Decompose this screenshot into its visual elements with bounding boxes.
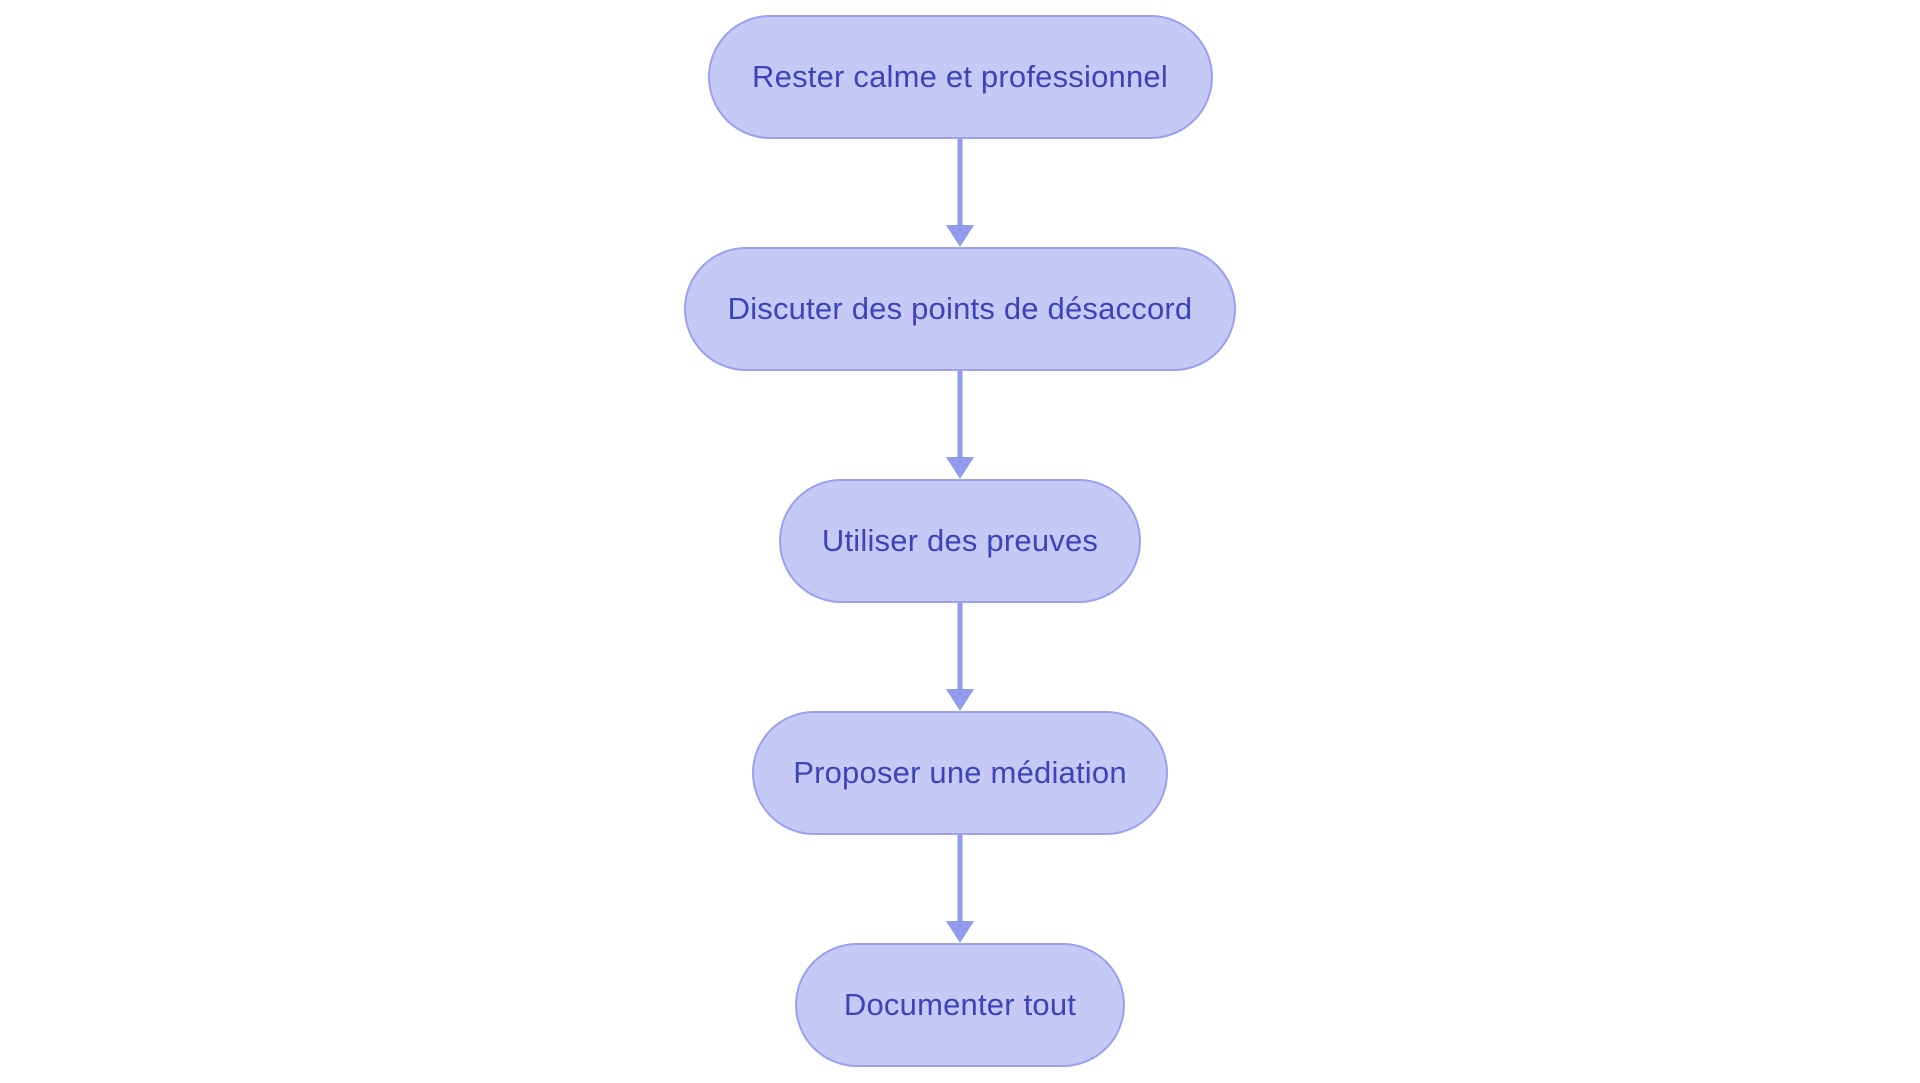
flow-arrow-3-4	[945, 603, 975, 711]
flow-node-rester-calme: Rester calme et professionnel	[707, 15, 1213, 139]
arrow-down-icon	[946, 225, 974, 247]
arrow-line	[957, 371, 963, 459]
arrow-down-icon	[946, 921, 974, 943]
flow-arrow-4-5	[945, 835, 975, 943]
arrow-line	[957, 603, 963, 691]
flow-node-discuter-desaccord: Discuter des points de désaccord	[684, 247, 1236, 371]
flow-arrow-1-2	[945, 139, 975, 247]
arrow-line	[957, 139, 963, 227]
flow-node-label: Proposer une médiation	[793, 755, 1127, 790]
arrow-down-icon	[946, 457, 974, 479]
flow-node-label: Utiliser des preuves	[821, 523, 1099, 558]
arrow-line	[957, 835, 963, 923]
flowchart: Rester calme et professionnel Discuter d…	[684, 15, 1236, 1067]
flow-node-documenter-tout: Documenter tout	[795, 943, 1125, 1067]
flow-node-label: Documenter tout	[843, 987, 1077, 1022]
flow-arrow-2-3	[945, 371, 975, 479]
flow-node-label: Discuter des points de désaccord	[727, 291, 1193, 326]
arrow-down-icon	[946, 689, 974, 711]
flow-node-label: Rester calme et professionnel	[752, 59, 1168, 94]
flow-node-utiliser-preuves: Utiliser des preuves	[779, 479, 1141, 603]
flow-node-proposer-mediation: Proposer une médiation	[752, 711, 1168, 835]
